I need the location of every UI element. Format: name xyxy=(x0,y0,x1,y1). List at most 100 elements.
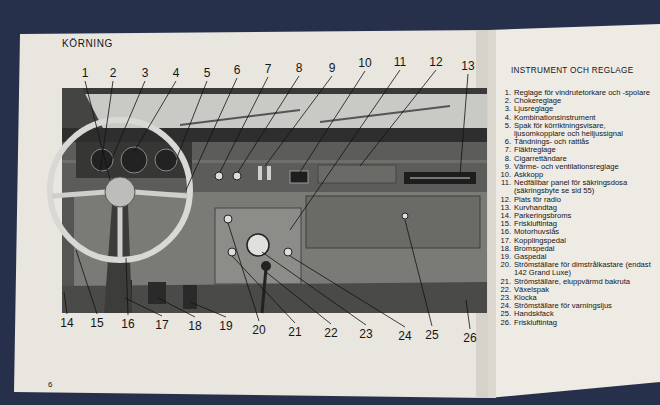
dashboard-top xyxy=(62,128,487,142)
leader-line xyxy=(265,76,332,166)
list-row: 2.Chokereglage xyxy=(500,97,652,105)
list-number: 2. xyxy=(500,97,514,105)
list-row: 18.Bromspedal xyxy=(500,245,652,253)
lower-dash xyxy=(62,192,487,313)
list-text: Reglage för vindrutetorkare och -spolare xyxy=(514,89,652,97)
callout-number: 26 xyxy=(463,331,476,345)
list-row: 16.Motorhuvslås xyxy=(500,228,652,236)
page-number: 6 xyxy=(48,380,52,389)
list-row: 17.Kopplingspedal xyxy=(500,237,652,245)
list-text: Motorhuvslås xyxy=(514,228,652,236)
list-text: Strömställare, eluppvärmd bakruta xyxy=(514,278,652,286)
callout-number: 25 xyxy=(425,328,438,342)
leader-line xyxy=(460,74,468,175)
callout-number: 5 xyxy=(204,66,211,80)
leader-line xyxy=(466,300,470,329)
callout-number: 4 xyxy=(173,66,180,80)
list-text: Strömställare för dimstrålkastare (endas… xyxy=(514,261,652,277)
callout-number: 22 xyxy=(324,326,337,340)
list-row: 25.Handskfack xyxy=(500,310,652,318)
callout-number: 14 xyxy=(60,316,73,330)
leader-line xyxy=(186,78,237,190)
callout-number: 20 xyxy=(252,323,265,337)
switch-knob xyxy=(284,248,292,256)
callout-number: 24 xyxy=(398,329,411,343)
list-text: Friskluftintag xyxy=(514,220,652,228)
list-number: 10. xyxy=(500,171,514,179)
callout-number: 6 xyxy=(234,63,241,77)
list-row: 8.Cigarrettändare xyxy=(500,155,652,163)
list-row: 23.Klocka xyxy=(500,294,652,302)
leader-line xyxy=(134,81,176,152)
list-text: Bromspedal xyxy=(514,245,652,253)
list-number: 6. xyxy=(500,138,514,146)
list-row: 19.Gaspedal xyxy=(500,253,652,261)
slider-control xyxy=(258,166,262,180)
list-text: Nedfällbar panel för säkringsdosa (säkri… xyxy=(514,179,652,195)
slider-control xyxy=(267,166,271,180)
list-text: Fläktreglage xyxy=(514,146,652,154)
list-number: 18. xyxy=(500,245,514,253)
callout-number: 21 xyxy=(288,325,301,339)
leader-line xyxy=(158,298,195,317)
callout-number: 7 xyxy=(265,62,272,76)
right-page xyxy=(488,24,660,398)
list-number: 24. xyxy=(500,302,514,310)
center-console xyxy=(215,208,301,284)
grab-handle-line xyxy=(410,177,470,179)
radio-space xyxy=(318,165,396,183)
callout-number: 19 xyxy=(219,319,232,333)
list-row: 5.Spak för körriktningsvisare, ljusomkop… xyxy=(500,122,652,138)
leader-line xyxy=(290,256,405,327)
list-row: 15.Friskluftintag xyxy=(500,220,652,228)
leader-line xyxy=(100,81,113,172)
switch-knob xyxy=(224,215,232,223)
callout-number: 15 xyxy=(90,316,103,330)
list-text: Tändnings- och rattlås xyxy=(514,138,652,146)
clock xyxy=(247,234,269,256)
wiper-blade xyxy=(320,106,450,122)
list-row: 22.Växelspak xyxy=(500,286,652,294)
steering-wheel xyxy=(50,120,190,260)
left-page xyxy=(14,30,488,398)
callout-number: 16 xyxy=(121,317,134,331)
glovebox-lock xyxy=(402,213,408,219)
list-text: Plats för radio xyxy=(514,196,652,204)
list-number: 7. xyxy=(500,146,514,154)
list-number: 8. xyxy=(500,155,514,163)
leader-line xyxy=(228,223,259,321)
callout-number: 3 xyxy=(142,66,149,80)
list-text: Ljusreglage xyxy=(514,105,652,113)
callout-number: 10 xyxy=(358,56,371,70)
list-text: Värme- och ventilationsreglage xyxy=(514,163,652,171)
ashtray xyxy=(290,171,308,183)
list-text: Klocka xyxy=(514,294,652,302)
callout-number: 8 xyxy=(296,61,303,75)
list-text: Askkopp xyxy=(514,171,652,179)
gauge xyxy=(121,147,147,173)
control-knob xyxy=(215,172,223,180)
callout-number: 23 xyxy=(359,327,372,341)
list-number: 4. xyxy=(500,114,514,122)
leader-line xyxy=(76,250,97,314)
switch-knob xyxy=(228,248,236,256)
list-number: 14. xyxy=(500,212,514,220)
leader-line xyxy=(266,272,331,324)
list-text: Spak för körriktningsvisare, ljusomkoppl… xyxy=(514,122,652,138)
leader-line xyxy=(290,70,400,230)
list-number: 3. xyxy=(500,105,514,113)
leader-line xyxy=(220,77,268,172)
list-row: 7.Fläktreglage xyxy=(500,146,652,154)
list-text: Kombinationsinstrument xyxy=(514,114,652,122)
list-number: 19. xyxy=(500,253,514,261)
list-row: 1.Reglage för vindrutetorkare och -spola… xyxy=(500,89,652,97)
list-text: Friskluftintag xyxy=(514,319,652,327)
list-row: 9.Värme- och ventilationsreglage xyxy=(500,163,652,171)
list-number: 5. xyxy=(500,122,514,138)
pedal xyxy=(183,285,197,309)
list-text: Handskfack xyxy=(514,310,652,318)
windshield xyxy=(62,88,487,130)
callout-number: 12 xyxy=(429,55,442,69)
